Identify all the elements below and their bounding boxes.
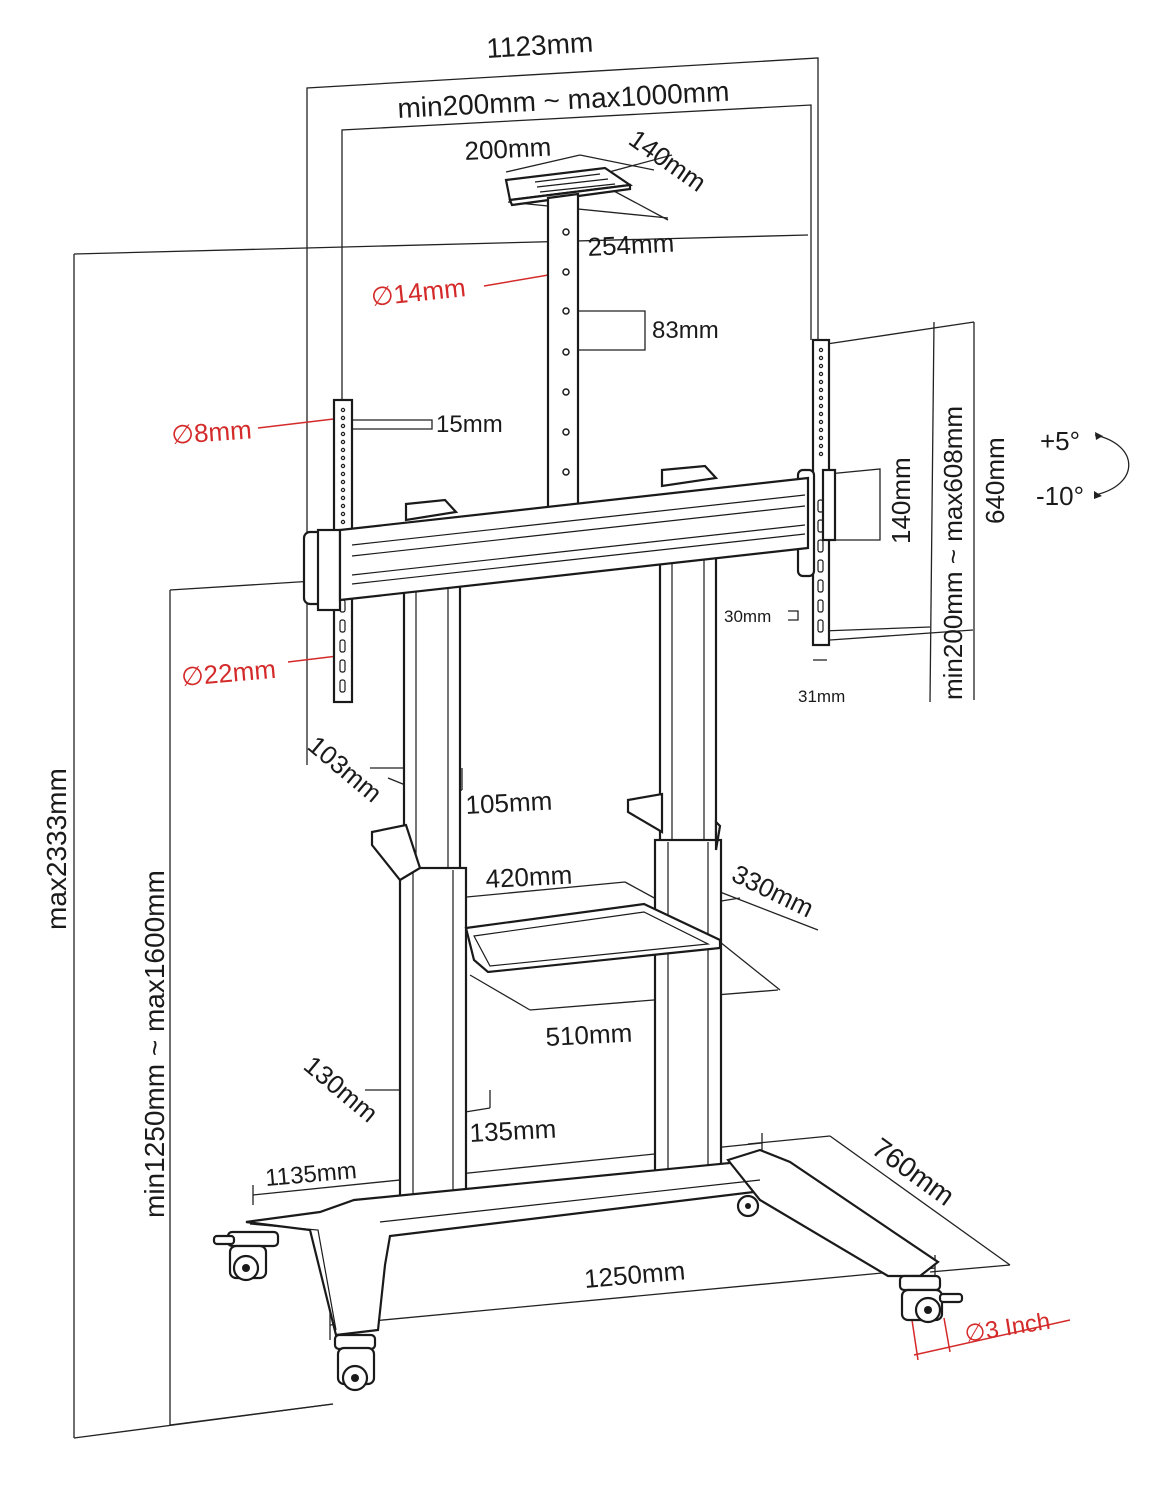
label-vesa-range: min200mm ~ max1000mm: [397, 76, 730, 124]
label-plate-depth: 140mm: [624, 123, 712, 197]
center-column: [546, 192, 580, 510]
caster-back: [736, 1194, 760, 1218]
upper-right-column: [658, 548, 718, 852]
lower-right-column: [626, 792, 723, 1190]
label-plate-width: 200mm: [464, 131, 552, 165]
right-bracket: [796, 338, 837, 647]
column-holes: [562, 228, 570, 476]
shelf: [464, 902, 722, 974]
dimension-lines: [73, 57, 1130, 1439]
label-tilt-down: -10°: [1036, 481, 1084, 511]
label-lower-col-depth: 130mm: [298, 1050, 384, 1129]
label-bracket-hole: ∅8mm: [170, 414, 252, 450]
label-lower-col-width: 135mm: [469, 1113, 557, 1147]
caster-right: [898, 1274, 964, 1324]
label-height-range: min1250mm ~ max1600mm: [139, 870, 170, 1218]
label-column-hole: ∅14mm: [369, 272, 467, 312]
label-shelf-length: 510mm: [545, 1017, 633, 1051]
upper-left-column: [402, 583, 462, 877]
label-tilt-up: +5°: [1040, 426, 1080, 456]
label-bracket-spacing: 15mm: [436, 411, 503, 438]
label-shelf-depth: 330mm: [727, 858, 818, 923]
label-overall-width: 1123mm: [485, 27, 594, 64]
caster-left: [212, 1230, 280, 1282]
label-plate-length: 254mm: [587, 227, 675, 261]
label-upper-col-depth: 103mm: [302, 730, 388, 809]
label-bracket-slot: ∅22mm: [180, 654, 277, 692]
label-max-height: max2333mm: [41, 768, 72, 930]
label-bracket-width: 31mm: [798, 687, 845, 706]
label-base-inner-width: 1135mm: [264, 1157, 358, 1192]
caster-front: [333, 1333, 377, 1392]
label-mount-height: 140mm: [886, 457, 916, 544]
label-column-spacing: 83mm: [652, 317, 719, 344]
crossbar: [338, 464, 810, 602]
casters: [212, 1194, 964, 1392]
base: [245, 1148, 940, 1337]
label-caster-diameter: ∅3 Inch: [963, 1308, 1052, 1348]
label-bracket-length: 640mm: [980, 437, 1010, 524]
label-vertical-range: min200mm ~ max608mm: [938, 406, 968, 700]
label-slot-spacing: 30mm: [724, 607, 771, 626]
lower-left-column: [370, 823, 468, 1212]
label-base-width: 1250mm: [583, 1255, 686, 1294]
label-upper-col-width: 105mm: [465, 785, 553, 819]
label-shelf-width: 420mm: [485, 859, 573, 893]
